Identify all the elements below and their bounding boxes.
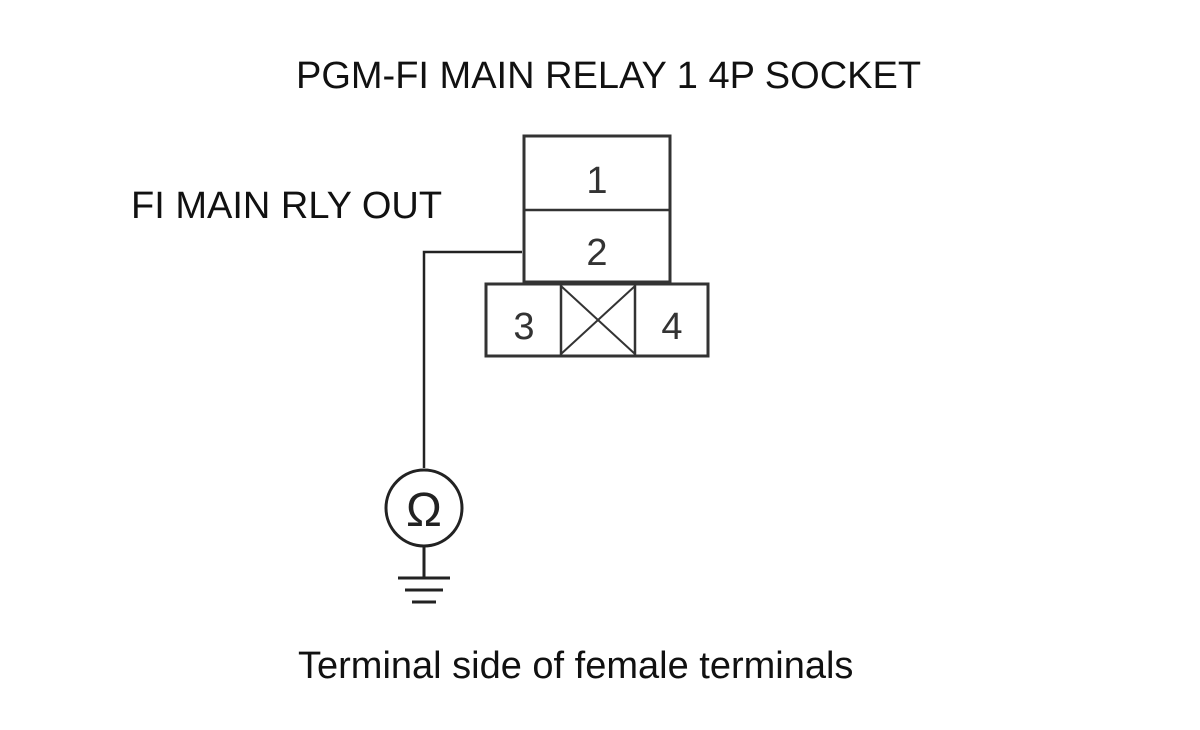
connector-lower-block: [484, 282, 710, 358]
terminal-2-label: 2: [586, 232, 607, 274]
terminal-3-label: 3: [513, 306, 534, 348]
terminal-4-label: 4: [661, 306, 682, 348]
view-caption: Terminal side of female terminals: [298, 645, 854, 687]
ground-icon: [398, 546, 450, 604]
terminal-1-label: 1: [586, 160, 607, 202]
ohm-symbol: Ω: [406, 484, 442, 537]
ohmmeter-icon: Ω: [384, 468, 464, 548]
wire-label: FI MAIN RLY OUT: [131, 185, 443, 227]
probe-lead: [422, 250, 522, 468]
blank-cavity-icon: [560, 285, 636, 355]
connector-title: PGM-FI MAIN RELAY 1 4P SOCKET: [296, 55, 922, 97]
